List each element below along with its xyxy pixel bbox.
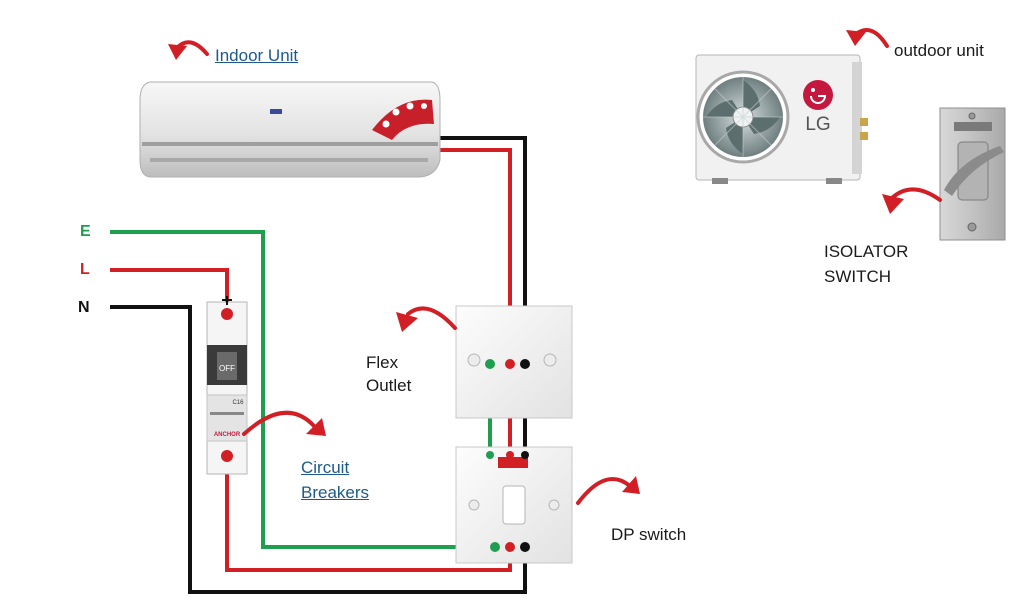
lg-logo: LG	[803, 80, 833, 135]
arrow-outdoor-unit	[846, 28, 889, 48]
flex-outlet-label: Flex Outlet	[366, 352, 411, 398]
arrow-flex-outlet	[396, 306, 457, 332]
dp-switch	[455, 446, 573, 564]
earth-label: E	[80, 223, 91, 240]
arrow-circuit-breaker	[242, 410, 326, 436]
breaker-terminals	[221, 296, 233, 462]
arrow-isolator-switch	[882, 187, 942, 214]
circuit-label-line2: Breakers	[301, 482, 370, 502]
isolator-label-line1: ISOLATOR	[824, 242, 909, 261]
arrow-dp-switch	[576, 476, 640, 505]
live-label: L	[80, 261, 90, 278]
svg-text:ANCHOR: ANCHOR	[214, 432, 241, 438]
isolator-label-line2: SWITCH	[824, 266, 892, 286]
svg-text:LG: LG	[805, 114, 830, 135]
dp-switch-label: DP switch	[611, 525, 687, 544]
indoor-unit	[139, 81, 441, 178]
isolator-switch-label: ISOLATOR SWITCH	[824, 240, 908, 289]
flex-label-line2: Outlet	[366, 375, 412, 395]
svg-text:OFF: OFF	[219, 364, 235, 373]
svg-text:C16: C16	[232, 400, 244, 406]
neutral-label: N	[78, 299, 90, 316]
flex-label-line1: Flex	[366, 353, 399, 372]
isolator-switch	[939, 107, 1006, 241]
indoor-display-panel	[372, 99, 434, 140]
outdoor-fan	[696, 70, 790, 164]
circuit-breaker: OFF C16 ANCHOR	[206, 301, 248, 475]
circuit-breakers-label: Circuit Breakers	[301, 456, 369, 505]
live-wire	[110, 148, 512, 572]
arrow-indoor-unit	[168, 40, 209, 60]
dp-switch-terminals	[486, 451, 530, 552]
flex-outlet-terminals	[485, 359, 530, 369]
indoor-unit-label: Indoor Unit	[215, 46, 299, 65]
outdoor-unit-label: outdoor unit	[894, 41, 984, 60]
circuit-label-line1: Circuit	[301, 458, 350, 477]
